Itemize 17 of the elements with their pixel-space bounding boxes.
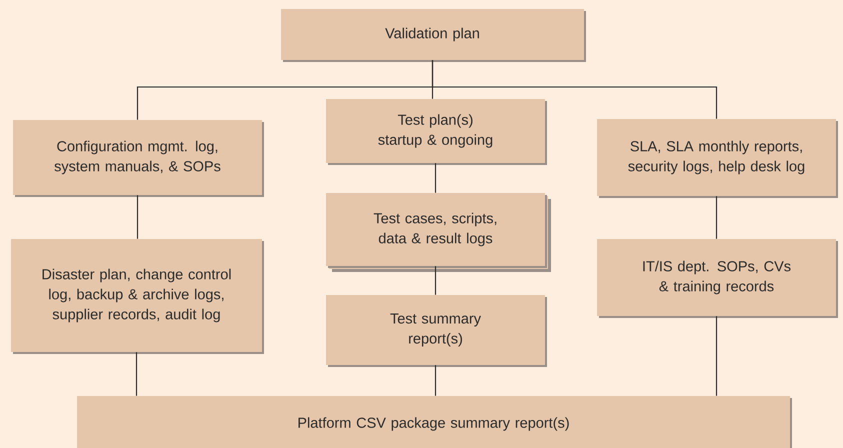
process-box: Test summary report(s)	[326, 295, 547, 367]
connector-line	[434, 266, 436, 295]
process-box: SLA, SLA monthly reports, security logs, help desk log	[597, 119, 838, 198]
process-box: Validation plan	[281, 9, 586, 62]
connector-line	[136, 352, 138, 396]
connector-line	[716, 316, 718, 396]
process-box: Configuration mgmt. log, system manuals, & SOPs	[13, 120, 264, 197]
connector-line	[716, 196, 718, 239]
connector-line	[434, 163, 436, 193]
connector-line	[434, 365, 436, 396]
connector-line	[136, 195, 138, 239]
process-box: Test plan(s) startup & ongoing	[326, 99, 547, 165]
process-box: Platform CSV package summary report(s)	[77, 396, 792, 448]
process-box: Test cases, scripts, data & result logs	[326, 193, 551, 272]
process-box: Disaster plan, change control log, backup & archive logs, supplier records, audit log	[11, 239, 264, 354]
process-box: IT/IS dept. SOPs, CVs & training records	[597, 239, 838, 318]
connector-line	[432, 60, 718, 119]
